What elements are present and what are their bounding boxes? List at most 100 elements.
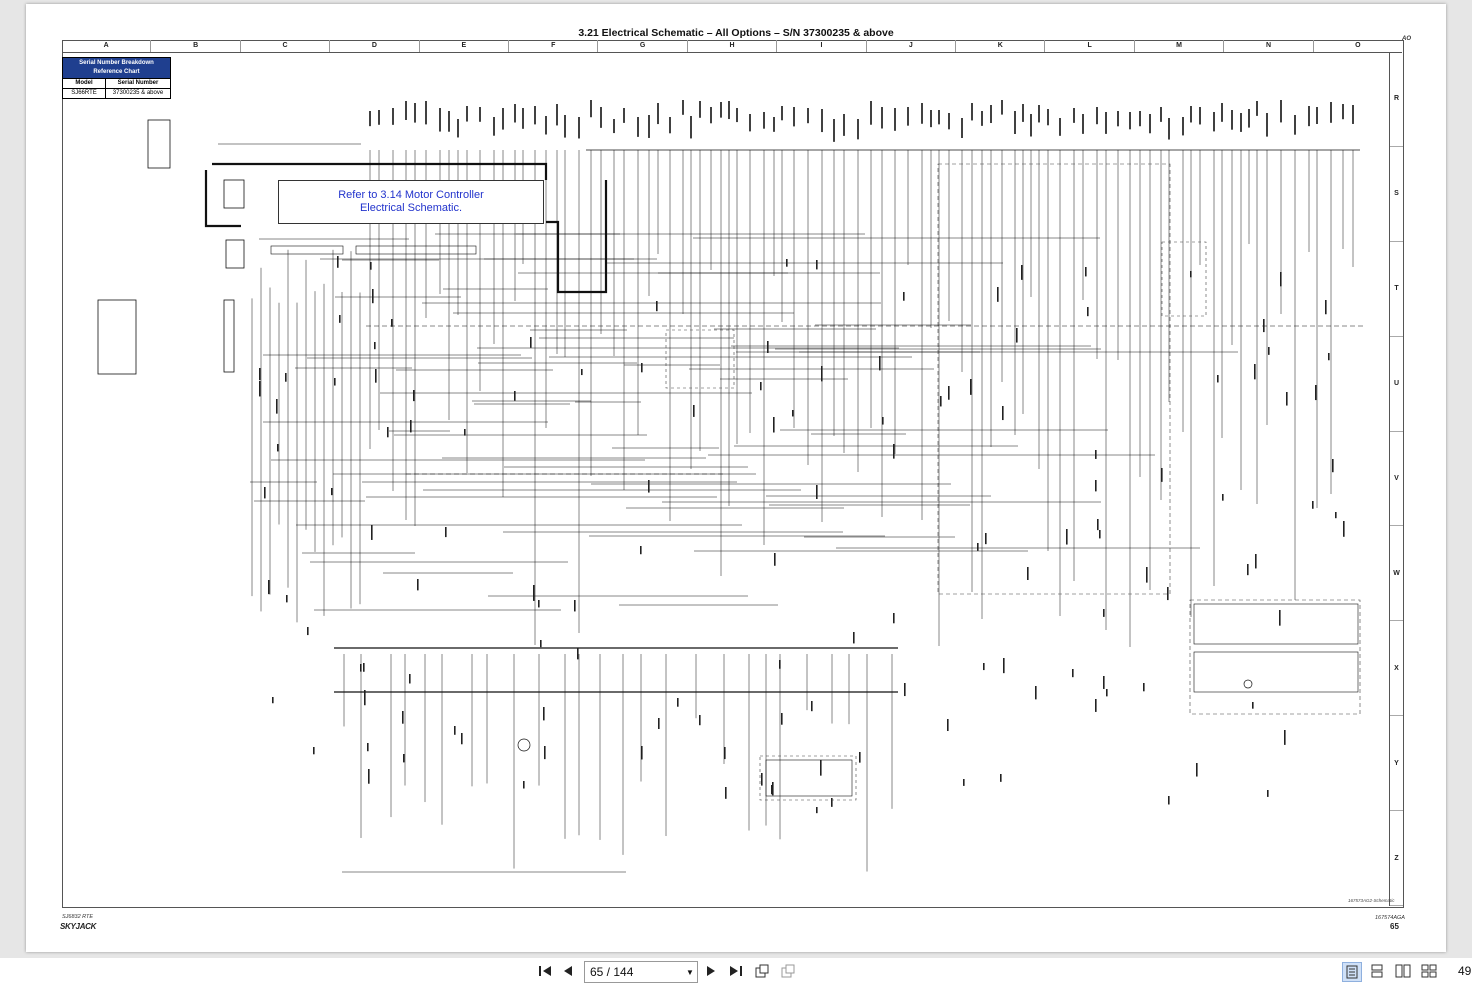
serial-chart-header: Model Serial Number [63,78,170,88]
column-label: D [330,40,420,52]
component-label [781,713,783,725]
column-label-extra: AO [1402,36,1411,42]
dashed-enclosure [1161,241,1207,317]
component-label [693,405,695,417]
component-label [272,697,274,704]
first-page-button[interactable] [536,962,554,980]
component-label [540,640,542,648]
row-label: R [1390,52,1403,147]
component-label [1286,392,1288,406]
component-label [1315,385,1317,401]
component-label [337,256,339,268]
connector [270,245,344,255]
skyjack-logo: SKYJACK [60,922,97,931]
page-number-input[interactable]: 65 / 144 ▼ [584,961,698,983]
component-label [454,726,456,735]
drawing-frame [62,40,1404,908]
two-page-view-button[interactable] [1394,962,1412,980]
component-label [985,533,987,545]
continuous-view-button[interactable] [1368,962,1386,980]
component-label [1143,683,1145,692]
next-page-button[interactable] [702,962,720,980]
component-label [1284,730,1286,745]
component-label [1325,300,1327,315]
component-label [538,600,540,608]
component-label [1003,658,1005,674]
component-label [699,715,701,726]
component-label [1222,494,1224,501]
rotate-button[interactable] [753,962,771,980]
column-label: G [598,40,688,52]
component-label [1087,307,1089,317]
component-label [893,444,895,459]
component-label [983,663,985,671]
component-label [1016,328,1018,343]
component-label [853,632,855,644]
component-label [364,690,366,706]
copy-button[interactable] [779,962,797,980]
serial-chart-title: Serial Number Breakdown Reference Chart [63,58,170,78]
component-label [947,719,949,732]
component-label [1066,529,1068,545]
footer-model: SJ6832 RTE [62,914,94,920]
connector [1193,603,1359,645]
column-label: C [241,40,331,52]
component-label [391,319,393,327]
component-label [963,779,965,786]
component-label [1343,521,1345,537]
component-label [882,417,884,425]
component-label [313,747,315,755]
component-label [658,718,660,730]
component-label [1027,567,1029,580]
component-label [831,798,833,807]
component-label [259,368,261,381]
component-label [387,427,389,438]
component-label [1247,564,1249,576]
component-label [1099,530,1101,539]
component-label [367,743,369,752]
component-label [816,807,818,814]
schematic-drawing [97,100,1366,873]
component-label [771,785,773,795]
chevron-down-icon: ▼ [686,967,694,977]
component-label [363,663,365,672]
component-label [276,399,278,414]
component-label [1280,272,1282,287]
component-label [656,301,658,312]
connector [223,299,235,373]
component-label [816,485,818,500]
footer-page-number: 65 [1390,922,1399,931]
harness-wire [204,170,241,228]
document-viewport[interactable]: 3.21 Electrical Schematic – All Options … [0,0,1472,958]
component-label [640,546,642,555]
component-label [1095,480,1097,492]
connector [355,245,477,255]
component-label [445,527,447,538]
component-label [1002,406,1004,421]
component-label [1000,774,1002,782]
last-page-button[interactable] [727,962,745,980]
next-page-icon [707,966,715,976]
component-label [543,707,545,721]
previous-page-button[interactable] [559,962,577,980]
component-label [1072,669,1074,678]
connector [223,179,245,209]
dashed-enclosure [1189,599,1361,715]
component-label [264,487,266,499]
column-label: I [777,40,867,52]
component-label [1103,609,1105,617]
drawing-id: 167573AG2-Schematic [1348,898,1395,903]
single-page-view-button[interactable] [1342,962,1362,982]
component-label [648,480,650,493]
column-label: L [1045,40,1135,52]
component-label [641,746,643,760]
component-label [1021,265,1023,280]
component-label [786,259,788,267]
component-label [1252,702,1254,709]
component-label [1095,450,1097,459]
column-header-strip: A B C D E F G H I J K L M N O [62,40,1402,53]
row-label: V [1390,432,1403,527]
component-label [259,381,261,397]
two-page-continuous-button[interactable] [1420,962,1438,980]
component-label [821,366,823,382]
